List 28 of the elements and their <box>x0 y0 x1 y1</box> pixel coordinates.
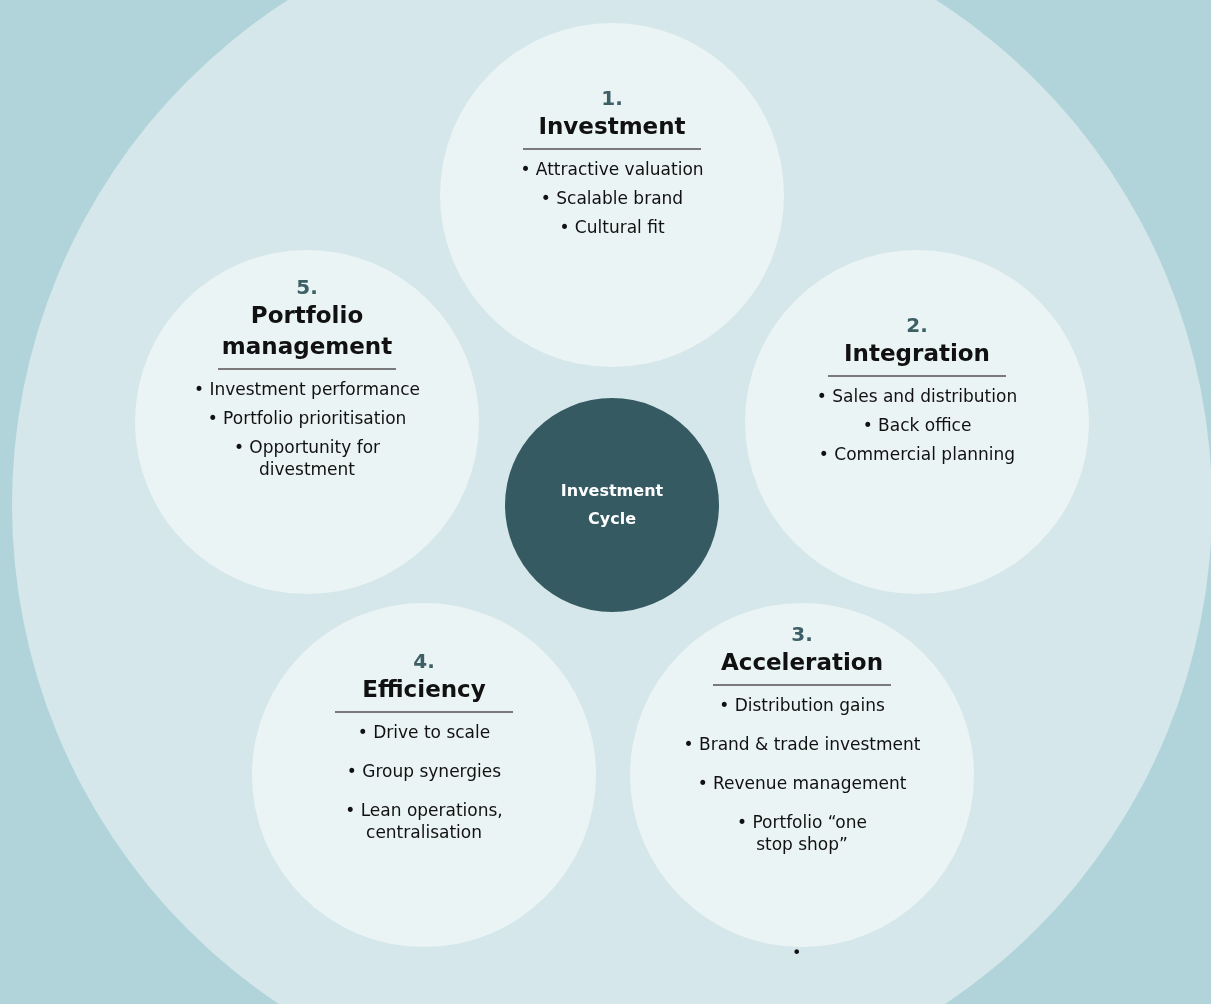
bullet-item: • Cultural fit <box>559 216 665 238</box>
bullet-item: • Commercial planning <box>818 443 1016 465</box>
bullet-item: • Opportunity for divestment <box>232 436 382 480</box>
bullet-item: • Investment performance <box>194 378 420 400</box>
bullet-item: • Revenue management <box>697 772 907 794</box>
bullet-item: • Group synergies <box>346 760 502 782</box>
step-heading: Efficiency <box>362 675 486 704</box>
step-heading: Integration <box>844 339 990 368</box>
bullet-mark: • <box>792 943 802 962</box>
step-number: 1. <box>601 85 623 111</box>
bullet-item: • Brand & trade investment <box>683 733 921 755</box>
bullet-item: • Sales and distribution <box>816 385 1018 407</box>
bullet-item: • Portfolio “one stop shop” <box>736 811 868 855</box>
bullet-item: • Distribution gains <box>719 694 885 716</box>
step-heading: Investment <box>538 112 686 141</box>
bullet-item: • Portfolio prioritisation <box>207 407 407 429</box>
step-number: 3. <box>791 621 813 647</box>
bullet-item: • Lean operations, centralisation <box>344 799 504 843</box>
hub-title: Investment Cycle <box>559 480 665 530</box>
step-number: 4. <box>413 648 435 674</box>
step-heading: Portfolio management <box>220 301 394 361</box>
step-heading: Acceleration <box>720 648 884 677</box>
bullet-item: • Back office <box>862 414 972 436</box>
bullet-item: • Scalable brand <box>540 187 684 209</box>
step-number: 5. <box>296 274 318 300</box>
step-number: 2. <box>906 312 928 338</box>
bullet-item: • Attractive valuation <box>520 158 704 180</box>
bullet-item: • Drive to scale <box>357 721 491 743</box>
